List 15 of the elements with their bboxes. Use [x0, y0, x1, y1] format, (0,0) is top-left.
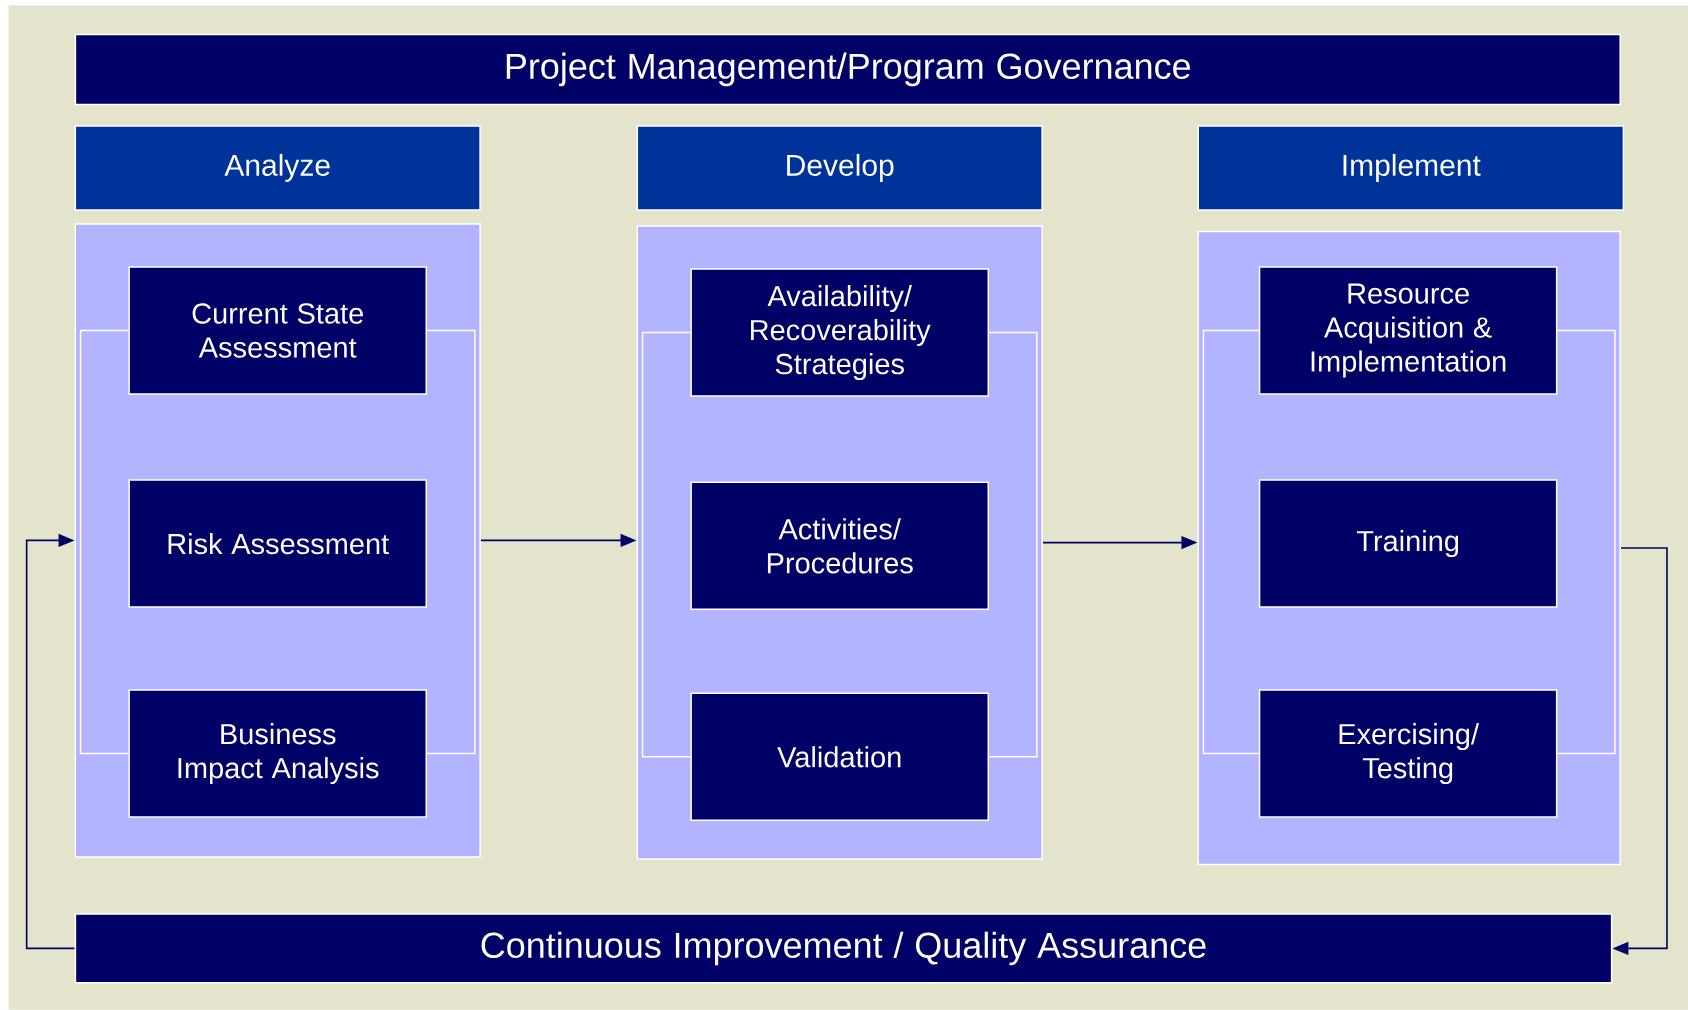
step-box: Business Impact Analysis — [128, 689, 427, 818]
title-banner: Continuous Improvement / Quality Assurance — [74, 913, 1613, 984]
phase-header: Implement — [1197, 125, 1625, 211]
step-box: Exercising/ Testing — [1258, 689, 1558, 818]
step-box: Activities/ Procedures — [690, 481, 989, 611]
phase-header: Analyze — [74, 125, 481, 211]
arrow — [25, 533, 76, 950]
title-banner: Project Management/Program Governance — [74, 33, 1621, 106]
step-box: Resource Acquisition & Implementation — [1258, 266, 1558, 395]
step-box: Availability/ Recoverability Strategies — [690, 268, 989, 397]
step-box: Validation — [690, 692, 989, 822]
step-box: Risk Assessment — [128, 479, 427, 608]
step-box: Current State Assessment — [128, 266, 427, 395]
step-box: Training — [1258, 479, 1558, 608]
phase-header: Develop — [636, 125, 1043, 211]
